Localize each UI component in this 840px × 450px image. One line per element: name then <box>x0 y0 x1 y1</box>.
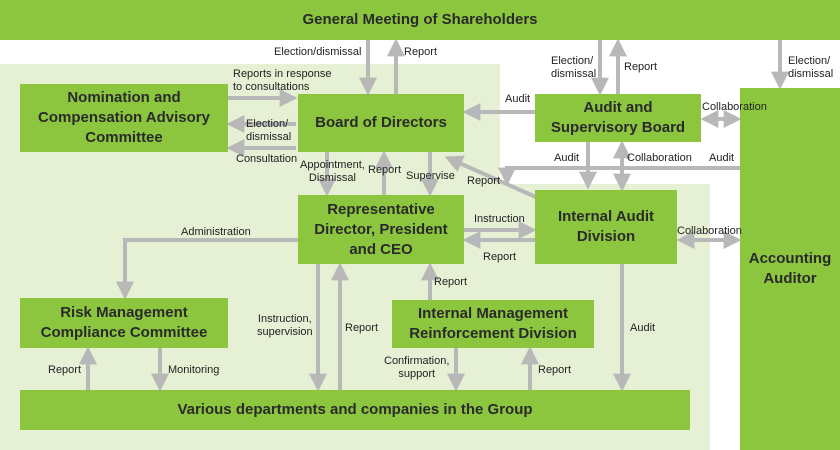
board-of-directors-box: Board of Directors <box>298 94 464 152</box>
label-election-dismissal-accounting: Election/ dismissal <box>788 55 834 80</box>
label-report-iad-board: Report <box>467 175 501 187</box>
arrow-ceo-to-risk <box>116 238 298 300</box>
label-election-dismissal-audit: Election/ dismissal <box>551 55 597 80</box>
label-audit-asb-iad: Audit <box>554 152 580 164</box>
label-confirmation-support: Confirmation, support <box>384 355 450 380</box>
label-election-dismissal-nom: Election/ dismissal <box>246 118 292 143</box>
label-collaboration-asb-iad: Collaboration <box>627 152 692 164</box>
label-instruction-supervision: Instruction, supervision <box>257 313 313 338</box>
label-audit-board: Audit <box>505 93 531 105</box>
label-monitoring: Monitoring <box>168 364 220 376</box>
label-report-group-imr: Report <box>538 364 572 376</box>
label-administration: Administration <box>181 226 251 238</box>
risk-management-box: Risk Management Compliance Committee <box>20 298 228 348</box>
arrow-iad-to-board <box>444 155 539 200</box>
label-report-group-risk: Report <box>48 364 82 376</box>
ceo-box: Representative Director, President and C… <box>298 195 464 264</box>
label-consultation: Consultation <box>236 153 298 165</box>
label-instruction: Instruction <box>474 213 525 225</box>
label-collaboration-iad-acc: Collaboration <box>677 225 742 237</box>
general-meeting-box: General Meeting of Shareholders <box>0 0 840 40</box>
label-appointment-dismissal: Appointment, Dismissal <box>300 159 365 184</box>
label-report-board-gms: Report <box>404 46 438 58</box>
accounting-auditor-box: Accounting Auditor <box>740 88 840 450</box>
group-departments-box: Various departments and companies in the… <box>20 390 690 430</box>
label-audit-acc: Audit <box>709 152 735 164</box>
label-supervise: Supervise <box>406 170 455 182</box>
internal-management-reinforcement-box: Internal Management Reinforcement Divisi… <box>392 300 594 348</box>
nomination-committee-box: Nomination and Compensation Advisory Com… <box>20 84 228 152</box>
label-report-iad-ceo: Report <box>483 251 517 263</box>
label-report-group-ceo: Report <box>345 322 379 334</box>
audit-supervisory-board-box: Audit and Supervisory Board <box>535 94 701 142</box>
label-election-dismissal-board: Election/dismissal <box>274 46 362 58</box>
arrow-accounting-audit <box>498 166 740 186</box>
internal-audit-division-box: Internal Audit Division <box>535 190 677 264</box>
label-report-ceo-board: Report <box>368 164 402 176</box>
label-audit-iad-group: Audit <box>630 322 656 334</box>
label-reports-response: Reports in response to consultations <box>233 68 332 93</box>
label-report-imr-ceo: Report <box>434 276 468 288</box>
label-collaboration-acc: Collaboration <box>702 101 767 113</box>
label-report-audit-gms: Report <box>624 61 658 73</box>
